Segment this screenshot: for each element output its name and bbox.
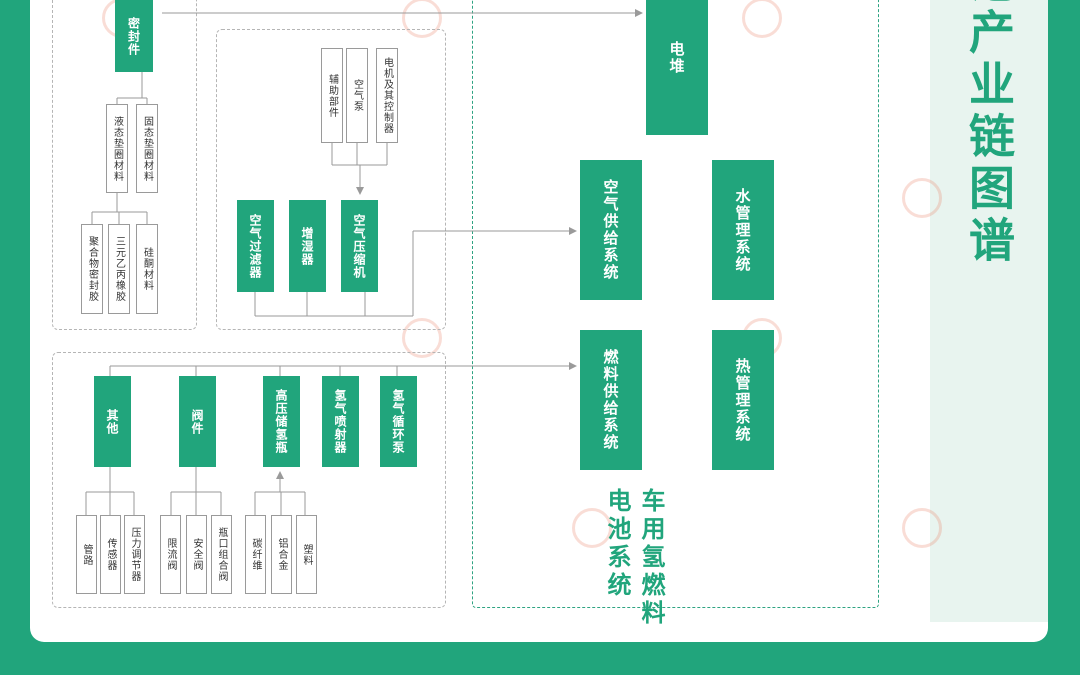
flow-limiting-valve-leaf: 限流阀 — [160, 515, 181, 594]
motor-controller-leaf: 电机及其控制器 — [376, 48, 398, 143]
air-compressor-box: 空气压缩机 — [341, 200, 378, 292]
pipeline-leaf: 管路 — [76, 515, 97, 594]
watermark-logo — [742, 0, 782, 38]
watermark-logo — [902, 178, 942, 218]
high-pressure-tank-box: 高压储氢瓶 — [263, 376, 300, 467]
sensor-leaf: 传感器 — [100, 515, 121, 594]
seal-box: 密封件 — [115, 0, 153, 72]
page-title: 池产业链图谱 — [962, 0, 1016, 268]
solid-gasket-leaf: 固态垫圈材料 — [136, 104, 158, 193]
aluminum-alloy-leaf: 铝合金 — [271, 515, 292, 594]
hydrogen-injector-box: 氢气喷射器 — [322, 376, 359, 467]
stack-box: 电堆 — [646, 0, 708, 135]
pressure-regulator-leaf: 压力调节器 — [124, 515, 145, 594]
air-parts-group — [216, 29, 446, 330]
fuel-parts-group — [52, 352, 446, 608]
air-pump-leaf: 空气泵 — [346, 48, 368, 143]
liquid-gasket-leaf: 液态垫圈材料 — [106, 104, 128, 193]
polymer-sealant-leaf: 聚合物密封胶 — [81, 224, 103, 314]
silicone-leaf: 硅酮材料 — [136, 224, 158, 314]
watermark-logo — [902, 508, 942, 548]
seal-group — [52, 0, 197, 330]
valves-box: 阀件 — [179, 376, 216, 467]
connector-lines — [85, 9, 643, 515]
watermark-logo — [402, 0, 442, 38]
plastic-leaf: 塑料 — [296, 515, 317, 594]
air-supply-box: 空气供给系统 — [580, 160, 642, 300]
humidifier-box: 增湿器 — [289, 200, 326, 292]
others-box: 其他 — [94, 376, 131, 467]
fuel-cell-system-group — [472, 0, 879, 608]
thermal-management-box: 热管理系统 — [712, 330, 774, 470]
watermark-logo — [402, 318, 442, 358]
safety-valve-leaf: 安全阀 — [186, 515, 207, 594]
hydrogen-circulation-pump-box: 氢气循环泵 — [380, 376, 417, 467]
water-management-box: 水管理系统 — [712, 160, 774, 300]
auxiliary-parts-leaf: 辅助部件 — [321, 48, 343, 143]
bottle-combination-valve-leaf: 瓶口组合阀 — [211, 515, 232, 594]
title-strip — [930, 0, 1048, 622]
fuel-supply-box: 燃料供给系统 — [580, 330, 642, 470]
fuel-cell-system-label: 车用氢燃料电池系统 — [603, 488, 665, 628]
air-filter-box: 空气过滤器 — [237, 200, 274, 292]
watermark-logo — [572, 508, 612, 548]
epdm-leaf: 三元乙丙橡胶 — [108, 224, 130, 314]
carbon-fiber-leaf: 碳纤维 — [245, 515, 266, 594]
chart-card: 池产业链图谱 — [30, 0, 1048, 642]
